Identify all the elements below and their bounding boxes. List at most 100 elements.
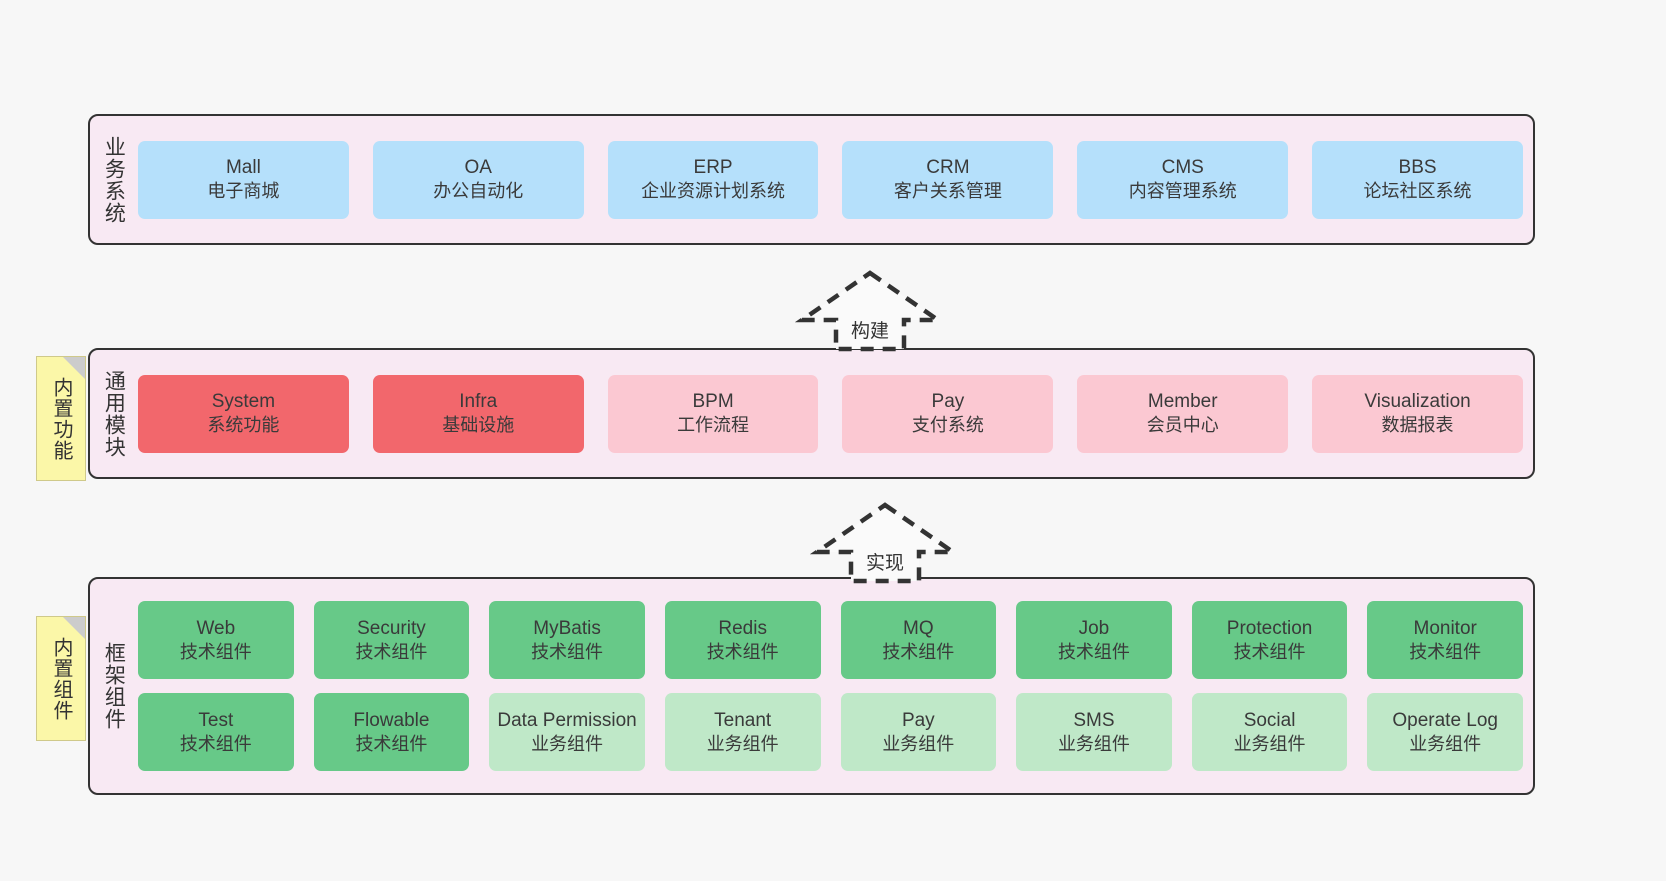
card-row: Test 技术组件 Flowable 技术组件 Data Permission … [138, 693, 1523, 771]
card-redis[interactable]: Redis 技术组件 [664, 601, 821, 679]
layer-body-common-module: System 系统功能 Infra 基础设施 BPM 工作流程 Pay 支付系统… [136, 350, 1533, 477]
card-sms[interactable]: SMS 业务组件 [1016, 693, 1172, 771]
card-title-en: Flowable [353, 709, 430, 731]
card-title-cn: 基础设施 [442, 415, 515, 436]
card-title-cn: 数据报表 [1381, 415, 1454, 436]
card-title-cn: 企业资源计划系统 [641, 181, 786, 202]
card-title-en: Test [198, 709, 234, 731]
card-crm[interactable]: CRM 客户关系管理 [842, 140, 1054, 219]
sticky-note-label: 内置组件 [50, 636, 72, 721]
folded-corner-icon [63, 357, 85, 379]
card-title-en: BBS [1398, 157, 1437, 179]
card-title-en: Protection [1226, 617, 1313, 639]
layer-business-system: 业务系统 Mall 电子商城 OA 办公自动化 ERP 企业资源计划系统 CRM… [88, 114, 1535, 245]
card-social[interactable]: Social 业务组件 [1191, 693, 1348, 771]
card-title-en: Monitor [1413, 617, 1477, 639]
card-title-cn: 内容管理系统 [1128, 181, 1237, 202]
card-flowable[interactable]: Flowable 技术组件 [313, 693, 470, 771]
card-protection[interactable]: Protection 技术组件 [1191, 601, 1348, 679]
card-title-en: MyBatis [533, 617, 601, 639]
card-title-cn: 支付系统 [911, 415, 984, 436]
card-title-en: Pay [901, 709, 935, 731]
card-member[interactable]: Member 会员中心 [1077, 374, 1289, 453]
card-title-en: CMS [1161, 157, 1204, 179]
card-pay[interactable]: Pay 支付系统 [842, 374, 1054, 453]
card-title-cn: 技术组件 [882, 641, 955, 662]
card-tenant[interactable]: Tenant 业务组件 [664, 693, 821, 771]
card-title-en: Visualization [1364, 391, 1471, 413]
sticky-note-builtin-function: 内置功能 [36, 356, 86, 481]
card-title-en: Tenant [714, 709, 772, 731]
card-title-cn: 技术组件 [531, 641, 604, 662]
card-title-cn: 技术组件 [1233, 641, 1306, 662]
card-title-cn: 客户关系管理 [893, 181, 1002, 202]
sticky-note-label: 内置功能 [50, 376, 72, 461]
card-title-cn: 电子商城 [207, 181, 280, 202]
card-operate-log[interactable]: Operate Log 业务组件 [1367, 693, 1523, 771]
card-title-en: Operate Log [1392, 709, 1498, 731]
card-data-permission[interactable]: Data Permission 业务组件 [489, 693, 645, 771]
card-title-cn: 技术组件 [355, 641, 428, 662]
card-title-en: Pay [931, 391, 965, 413]
card-title-en: System [211, 391, 276, 413]
card-job[interactable]: Job 技术组件 [1016, 601, 1172, 679]
card-title-cn: 技术组件 [355, 733, 428, 754]
card-row: Mall 电子商城 OA 办公自动化 ERP 企业资源计划系统 CRM 客户关系… [138, 140, 1523, 219]
card-title-en: Mall [225, 157, 261, 179]
card-title-en: MQ [903, 617, 934, 639]
card-title-en: Web [196, 617, 236, 639]
card-title-cn: 技术组件 [706, 641, 779, 662]
card-mq[interactable]: MQ 技术组件 [840, 601, 997, 679]
card-visualization[interactable]: Visualization 数据报表 [1312, 374, 1523, 453]
layer-title-framework-component: 框架组件 [102, 642, 126, 730]
card-title-en: Data Permission [497, 709, 637, 731]
card-title-en: Job [1078, 617, 1110, 639]
layer-framework-component: 框架组件 Web 技术组件 Security 技术组件 MyBatis 技术组件… [88, 577, 1535, 795]
card-title-en: Redis [718, 617, 767, 639]
layer-common-module: 通用模块 System 系统功能 Infra 基础设施 BPM 工作流程 Pay… [88, 348, 1535, 479]
card-title-cn: 技术组件 [179, 641, 252, 662]
card-title-en: Social [1243, 709, 1296, 731]
card-erp[interactable]: ERP 企业资源计划系统 [607, 140, 819, 219]
card-title-en: BPM [692, 391, 734, 413]
card-web[interactable]: Web 技术组件 [138, 601, 294, 679]
layer-title-business-system: 业务系统 [102, 135, 126, 224]
card-monitor[interactable]: Monitor 技术组件 [1367, 601, 1523, 679]
card-title-cn: 业务组件 [706, 733, 779, 754]
card-bpm[interactable]: BPM 工作流程 [607, 374, 819, 453]
card-row: Web 技术组件 Security 技术组件 MyBatis 技术组件 Redi… [138, 601, 1523, 679]
arrow-implement: 实现 [809, 500, 961, 585]
card-title-en: Security [357, 617, 426, 639]
card-mybatis[interactable]: MyBatis 技术组件 [489, 601, 645, 679]
card-title-en: OA [464, 157, 492, 179]
folded-corner-icon [63, 617, 85, 639]
card-title-en: ERP [693, 157, 733, 179]
layer-title-common-module: 通用模块 [102, 369, 126, 458]
arrow-build-shape [794, 270, 946, 352]
card-title-en: Member [1147, 391, 1218, 413]
card-mall[interactable]: Mall 电子商城 [138, 140, 349, 219]
card-bbs[interactable]: BBS 论坛社区系统 [1312, 140, 1523, 219]
card-cms[interactable]: CMS 内容管理系统 [1077, 140, 1289, 219]
card-title-en: Infra [459, 391, 498, 413]
card-title-cn: 业务组件 [1233, 733, 1306, 754]
card-title-cn: 论坛社区系统 [1363, 181, 1472, 202]
card-test[interactable]: Test 技术组件 [138, 693, 294, 771]
card-security[interactable]: Security 技术组件 [313, 601, 470, 679]
card-row: System 系统功能 Infra 基础设施 BPM 工作流程 Pay 支付系统… [138, 374, 1523, 453]
card-system[interactable]: System 系统功能 [138, 374, 349, 453]
card-title-cn: 会员中心 [1146, 415, 1219, 436]
card-title-cn: 工作流程 [677, 415, 750, 436]
card-infra[interactable]: Infra 基础设施 [372, 374, 584, 453]
card-oa[interactable]: OA 办公自动化 [372, 140, 584, 219]
sticky-note-builtin-component: 内置组件 [36, 616, 86, 741]
card-title-cn: 技术组件 [1409, 641, 1482, 662]
arrow-build: 构建 [794, 268, 946, 353]
layer-body-business-system: Mall 电子商城 OA 办公自动化 ERP 企业资源计划系统 CRM 客户关系… [136, 116, 1533, 243]
card-title-cn: 技术组件 [1057, 641, 1130, 662]
layer-body-framework-component: Web 技术组件 Security 技术组件 MyBatis 技术组件 Redi… [136, 579, 1533, 793]
card-title-en: CRM [926, 157, 970, 179]
card-pay-component[interactable]: Pay 业务组件 [840, 693, 997, 771]
card-title-cn: 业务组件 [531, 733, 604, 754]
card-title-cn: 技术组件 [179, 733, 252, 754]
